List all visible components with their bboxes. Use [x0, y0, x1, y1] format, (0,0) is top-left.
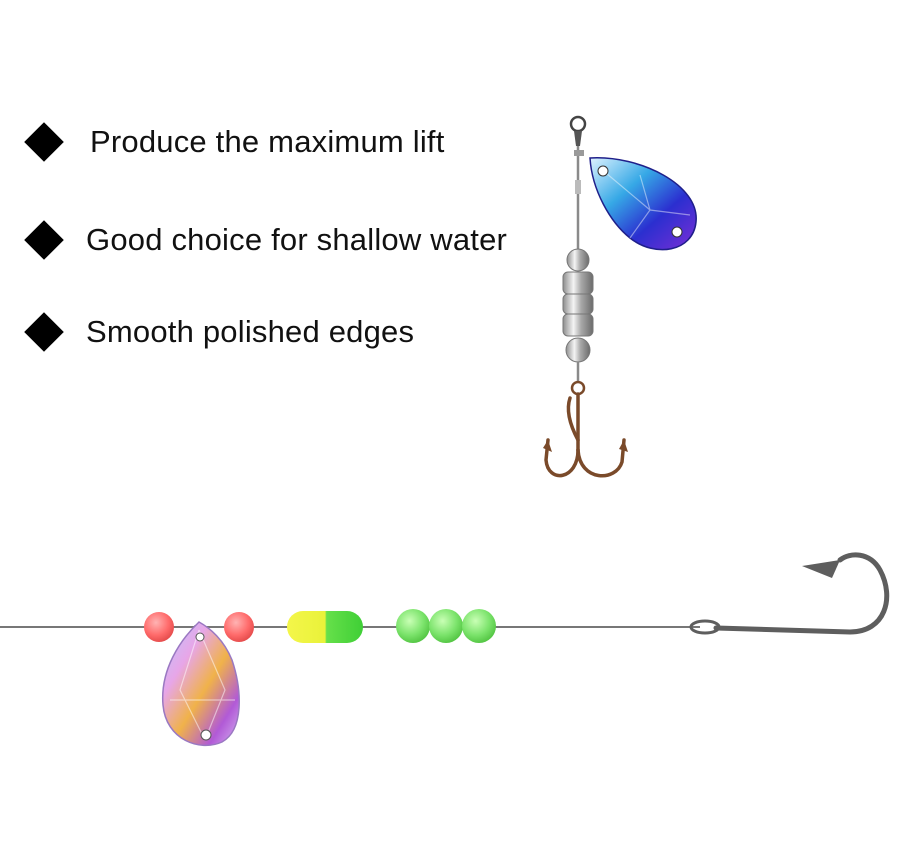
red-bead	[224, 612, 254, 642]
feature-text: Produce the maximum lift	[90, 124, 445, 159]
yellow-green-float	[287, 611, 363, 643]
red-bead	[144, 612, 174, 642]
body-segment	[562, 271, 594, 295]
blade-hole	[200, 729, 212, 741]
body-segment	[562, 313, 594, 337]
feature-text: Good choice for shallow water	[86, 222, 508, 257]
treble-hook	[544, 392, 626, 478]
green-bead	[462, 609, 496, 643]
swivel-ring	[569, 115, 587, 133]
clevis-bend	[575, 180, 581, 194]
blue-crystal-blade	[589, 157, 697, 251]
chrome-bead	[565, 337, 591, 363]
green-bead	[396, 609, 430, 643]
green-bead	[429, 609, 463, 643]
clevis	[574, 150, 584, 156]
pink-crystal-blade	[162, 621, 240, 747]
body-segment	[562, 293, 594, 315]
feature-text: Smooth polished edges	[86, 314, 415, 349]
spinner-rig	[0, 552, 890, 747]
swivel-body	[574, 131, 582, 146]
blade-hole	[195, 632, 205, 642]
blade-hole	[597, 165, 609, 177]
blade-hole	[671, 226, 683, 238]
chrome-bead	[566, 248, 590, 272]
hook-eye	[570, 380, 586, 396]
hook-barb	[802, 560, 840, 578]
spinner-lure	[543, 115, 697, 478]
single-hook	[689, 552, 890, 635]
